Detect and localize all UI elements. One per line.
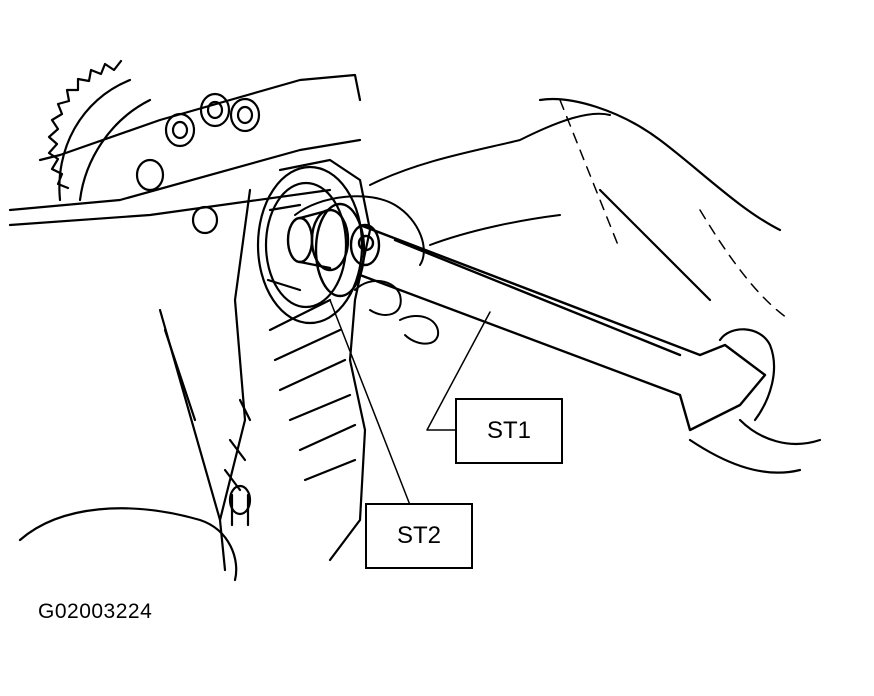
callout-st2: ST2	[365, 503, 473, 569]
callout-st1-label: ST1	[486, 417, 531, 444]
st1-leader	[426, 311, 491, 431]
cam-bolts	[135, 92, 261, 235]
oil-seal-housing	[256, 165, 364, 325]
hand-left	[294, 112, 611, 345]
figure-id: G02003224	[38, 600, 153, 623]
st2-leader	[329, 299, 411, 506]
tool-st1	[358, 223, 767, 432]
timing-gear	[47, 59, 132, 202]
callout-st1: ST1	[455, 398, 563, 464]
tool-st2	[286, 202, 381, 298]
callout-st2-label: ST2	[396, 522, 441, 549]
